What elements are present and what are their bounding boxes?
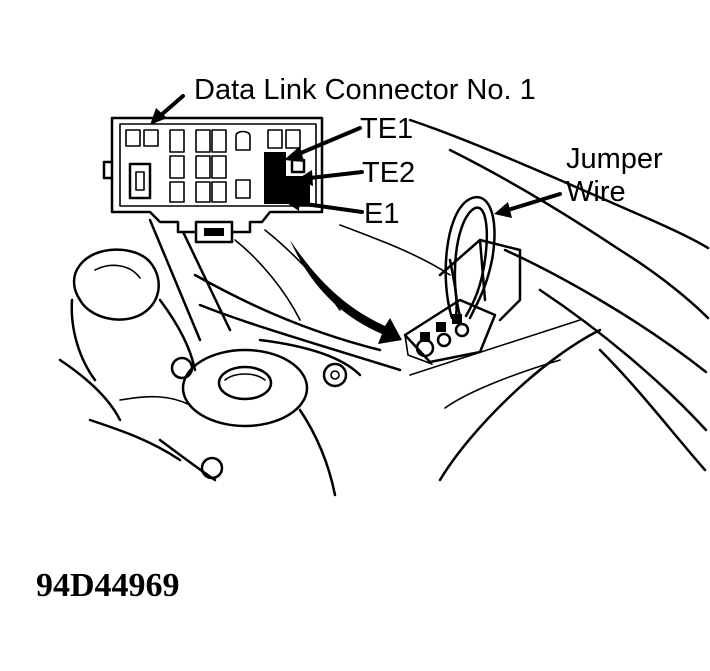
engine-components [58,213,402,497]
terminal-arrows [150,94,364,214]
jumper-label-line1: Jumper [566,143,663,175]
data-link-connector [102,116,324,244]
jumper-wire [444,196,496,320]
jumper-wire-arrow [494,192,562,218]
te2-label: TE2 [362,157,415,189]
location-arrow [290,240,402,344]
engine-bay-outline [339,118,710,482]
connector-terminals [125,129,310,204]
te1-label: TE1 [360,113,413,145]
data-link-connector-label: Data Link Connector No. 1 [194,74,536,106]
jumper-label-line2: Wire [566,176,626,208]
figure-id: 94D44969 [36,567,180,604]
e1-label: E1 [364,198,399,230]
